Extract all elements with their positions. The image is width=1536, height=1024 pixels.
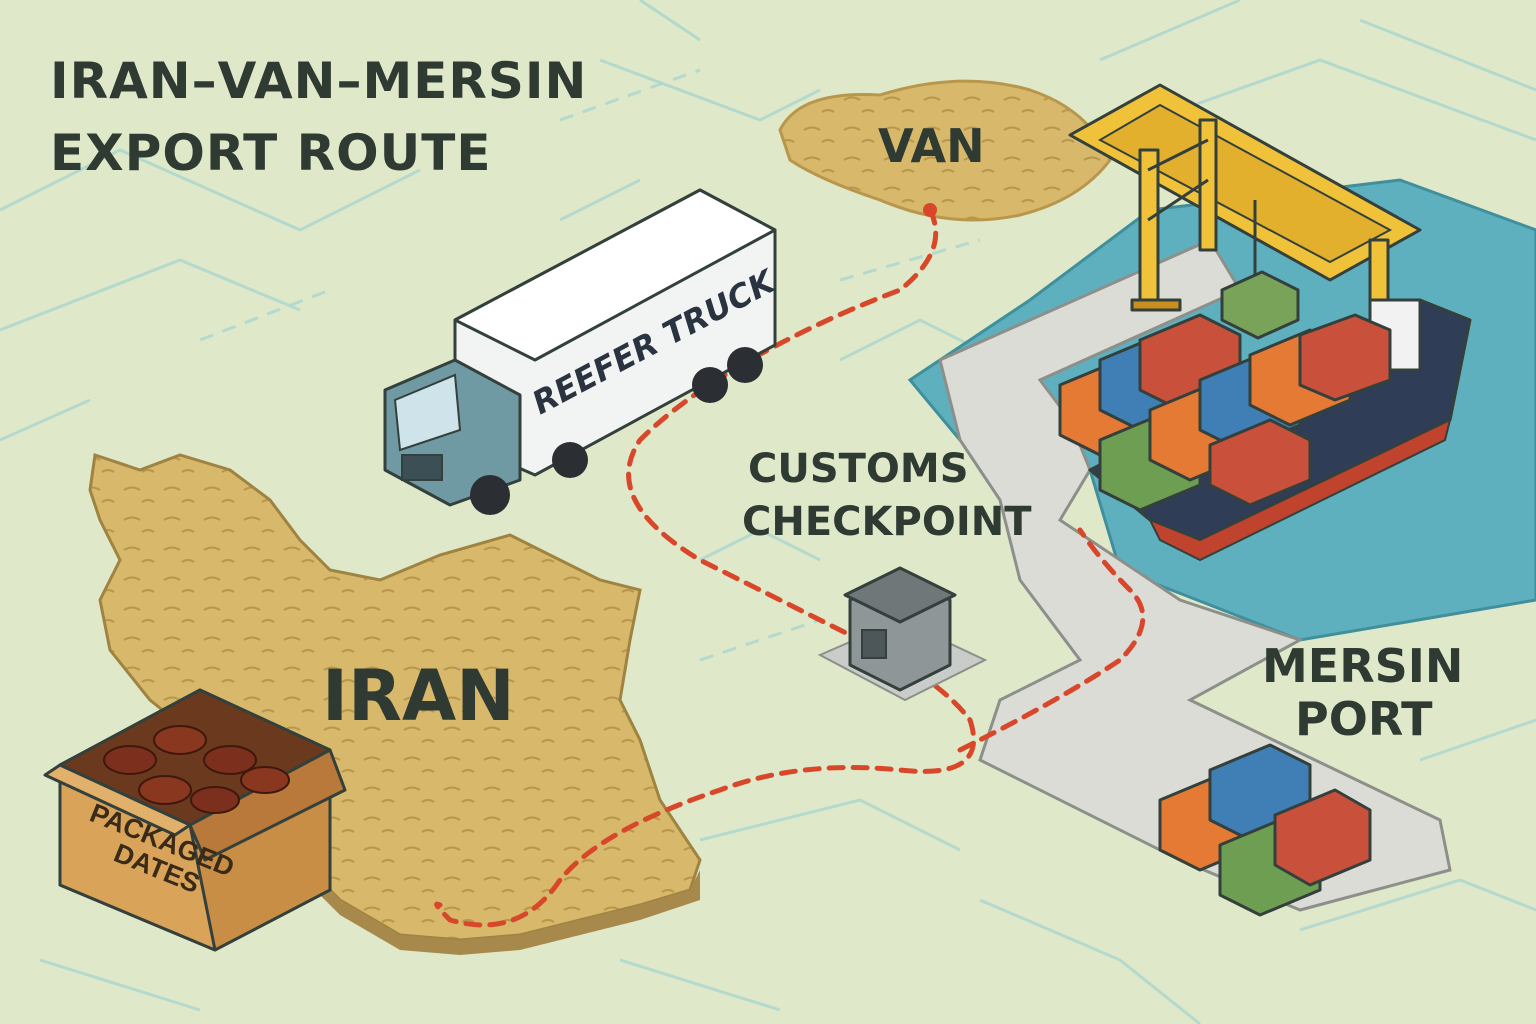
shipping-container-icon — [1208, 418, 1312, 507]
reefer-truck-icon — [383, 188, 777, 515]
customs-label-line1: CUSTOMS — [748, 446, 969, 492]
route-path-to-port — [957, 527, 1146, 753]
date-fruit — [190, 786, 240, 814]
shipping-container-icon — [1273, 788, 1372, 887]
shipping-container-icon — [1298, 313, 1392, 402]
truck-wheel — [552, 442, 588, 478]
ship-containers — [1058, 313, 1392, 512]
truck-wheel — [692, 367, 728, 403]
van-label: VAN — [878, 119, 985, 173]
customs-booth-icon — [817, 566, 988, 702]
quay-containers — [1158, 743, 1372, 917]
map-title-line1: IRAN–VAN–MERSIN — [50, 52, 587, 110]
truck-wheel — [470, 475, 510, 515]
van-region — [778, 79, 1112, 222]
map-title-line2: EXPORT ROUTE — [50, 124, 492, 182]
customs-label-line2: CHECKPOINT — [742, 499, 1032, 545]
date-fruit — [240, 766, 290, 794]
port-quay — [938, 238, 1452, 912]
mersin-port-label-line1: MERSIN — [1262, 639, 1463, 693]
date-fruit — [138, 775, 192, 805]
cardboard-box-icon — [43, 688, 347, 952]
date-fruit — [203, 745, 257, 775]
mersin-port-label-line2: PORT — [1295, 692, 1433, 746]
iran-label: IRAN — [322, 655, 515, 737]
hanging-container — [1220, 270, 1300, 340]
truck-wheel — [727, 347, 763, 383]
date-fruit — [153, 725, 207, 755]
van-marker — [923, 203, 937, 217]
iran-land — [88, 453, 702, 942]
date-fruit — [103, 745, 157, 775]
